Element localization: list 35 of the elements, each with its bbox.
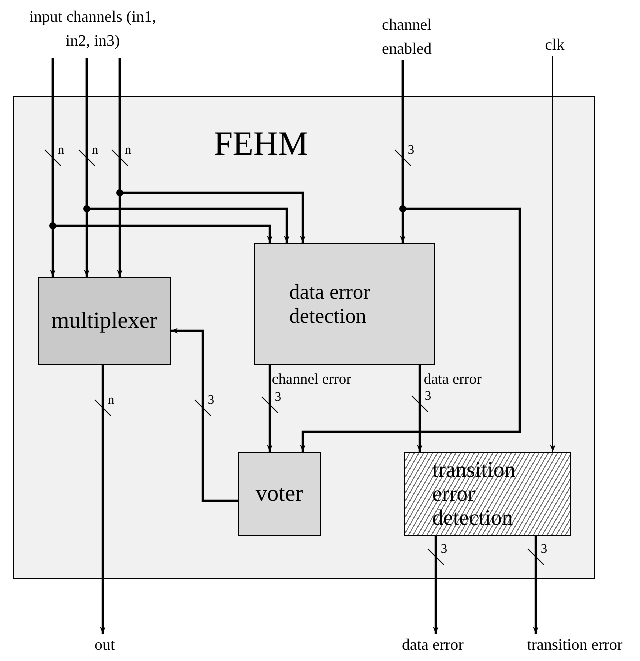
- signal-arrow: [417, 365, 423, 452]
- bus-width-label: 3: [425, 389, 432, 403]
- bus-width-label: n: [58, 143, 64, 157]
- signal-arrow: [118, 58, 306, 243]
- signal-arrow: [171, 328, 238, 502]
- bus-width-label: 3: [208, 393, 214, 407]
- block-box: voter: [238, 452, 321, 536]
- signal-label: input channels (in1, in2, in3): [18, 6, 168, 58]
- signal-arrow: [86, 58, 290, 243]
- block-box: data error detection: [254, 243, 435, 365]
- bus-width-label: n: [125, 143, 132, 157]
- signal-arrow: [52, 58, 273, 243]
- edge-label: data error: [424, 372, 482, 388]
- signal-label: data error: [393, 634, 473, 656]
- signal-label: channel enabled: [372, 14, 442, 60]
- signal-arrow: [433, 536, 439, 634]
- bus-width-label: n: [108, 393, 114, 407]
- bus-width-label: 3: [541, 542, 548, 556]
- signal-arrow: [533, 536, 539, 634]
- signal-arrow: [300, 60, 522, 452]
- block-box: multiplexer: [38, 277, 171, 365]
- hatched-block-box: transition error detection: [404, 452, 571, 536]
- bus-width-label: n: [92, 143, 98, 157]
- signal-arrow: [100, 365, 106, 634]
- bus-width-label: 3: [408, 143, 414, 157]
- signal-label: out: [90, 634, 120, 656]
- signal-arrow: [550, 56, 556, 452]
- bus-width-label: 3: [441, 542, 448, 556]
- module-title: FEHM: [214, 127, 308, 163]
- edge-label: channel error: [272, 372, 352, 388]
- signal-label: transition error: [510, 634, 640, 656]
- signal-label: clk: [540, 34, 570, 56]
- module-frame: [13, 96, 595, 579]
- bus-width-label: 3: [275, 390, 282, 404]
- signal-arrow: [267, 365, 273, 452]
